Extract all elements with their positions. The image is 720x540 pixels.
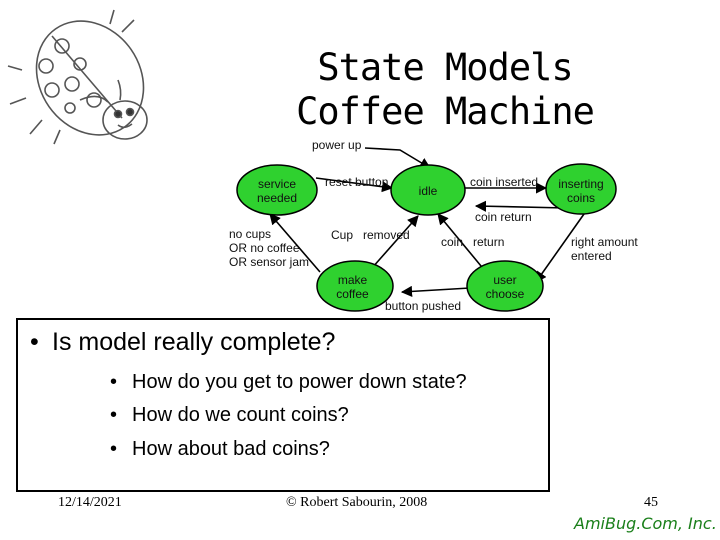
state-inserting-coins [545,163,617,215]
label-coin-inserted: coin inserted [470,175,539,189]
label-idle: idle [418,184,438,198]
label-button-pushed: button pushed [385,299,462,313]
edge-coin-return-top [474,200,567,212]
label-inserting-coins: inserting coins [558,177,604,205]
edge-no-cups [269,213,321,273]
label-user-choose: user choose [485,273,525,301]
title-line-2: Coffee Machine [296,90,595,133]
edge-cup-removed [371,215,419,269]
sub-bullet-1: •How do you get to power down state? [110,367,467,397]
footer-date: 12/14/2021 [58,495,122,510]
bullet-dot-icon: • [110,404,118,426]
bullet-box [16,318,550,492]
state-user-choose [466,260,544,312]
label-no-cups: no cups OR no coffee OR sensor jam [229,227,310,269]
state-service-needed [236,164,318,216]
bullet-main: •Is model really complete? [30,325,335,359]
label-power-up: power up [312,138,362,152]
label-right-amount: right amount entered [571,235,638,263]
footer-copyright: © Robert Sabourin, 2008 [286,495,428,510]
edge-reset-button [315,177,394,193]
label-reset-button: reset button [325,175,389,189]
bullet-dot-icon: • [30,328,39,356]
bullet-dot-icon: • [110,371,118,393]
edge-right-amount [535,213,585,283]
label-coin-return-mid: coin return [441,235,505,249]
edge-coin-return-mid [437,213,487,273]
state-idle [390,164,466,216]
footer-brand: AmiBug.Com, Inc. [574,514,717,533]
state-make-coffee [316,260,394,312]
label-service-needed: service needed [256,177,298,205]
bullet-dot-icon: • [110,438,118,460]
sub-bullet-2: •How do we count coins? [110,400,349,430]
edge-button-pushed [400,285,471,297]
sub-bullet-3: •How about bad coins? [110,434,330,464]
slide-title: State Models Coffee Machine [290,46,600,134]
footer-page-number: 45 [644,495,658,510]
edge-power-up [364,147,431,169]
ladybug-logo-icon [7,9,148,145]
label-cup-removed: Cup removed [331,228,410,242]
label-make-coffee: make coffee [336,273,369,301]
label-coin-return-top: coin return [475,210,532,224]
title-line-1: State Models [317,46,573,89]
